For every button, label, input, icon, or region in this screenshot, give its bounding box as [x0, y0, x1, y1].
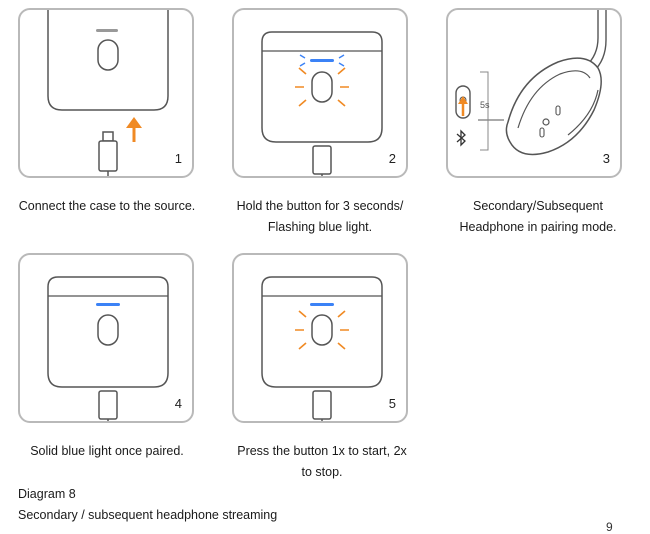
usb-c-cable-icon	[98, 390, 118, 421]
button-press-rays	[295, 67, 349, 107]
step-number: 2	[388, 151, 396, 166]
headphone-earcup	[505, 57, 602, 156]
step-2-caption: Hold the button for 3 seconds/ Flashing …	[214, 196, 426, 238]
step-5-caption: Press the button 1x to start, 2x to stop…	[214, 441, 430, 483]
step-3-illustration: 5s	[455, 10, 607, 156]
caption-line: Solid blue light once paired.	[30, 444, 184, 458]
case-led	[96, 29, 118, 32]
case-button	[311, 314, 333, 346]
usb-c-cable-icon	[312, 145, 332, 176]
case-button	[311, 71, 333, 103]
step-number: 1	[174, 151, 182, 166]
step-1-panel: 1	[18, 8, 194, 178]
step-4-panel: 4	[18, 253, 194, 423]
case-button	[97, 314, 119, 346]
step-4-illustration	[47, 276, 169, 421]
usb-c-cable-icon	[312, 390, 332, 421]
step-5-panel: 5	[232, 253, 408, 423]
arrow-up-icon	[458, 96, 468, 116]
case-led-blue	[96, 303, 120, 306]
button-press-rays	[295, 310, 349, 350]
case-led-blue	[310, 303, 334, 306]
usb-c-cable-icon	[98, 131, 118, 176]
step-number: 4	[174, 396, 182, 411]
timer-label: 5s	[480, 100, 490, 110]
step-number: 5	[388, 396, 396, 411]
case-button	[97, 39, 119, 71]
step-1-caption: Connect the case to the source.	[0, 196, 214, 217]
step-number: 3	[602, 151, 610, 166]
diagram-label: Diagram 8	[18, 487, 76, 501]
caption-line: to stop.	[301, 465, 343, 479]
caption-line: Flashing blue light.	[267, 220, 373, 234]
step-3-panel: 5s 3	[446, 8, 622, 178]
diagram-title: Secondary / subsequent headphone streami…	[18, 508, 278, 522]
caption-line: Headphone in pairing mode.	[459, 220, 617, 234]
step-2-panel: 2	[232, 8, 408, 178]
caption-line: Secondary/Subsequent	[473, 199, 603, 213]
step-3-caption: Secondary/Subsequent Headphone in pairin…	[426, 196, 650, 238]
caption-line: Press the button 1x to start, 2x	[237, 444, 407, 458]
arrow-up-icon	[126, 117, 142, 142]
page-number: 9	[606, 520, 613, 534]
step-1-illustration	[47, 10, 169, 176]
bluetooth-icon	[456, 129, 466, 147]
caption-line: Hold the button for 3 seconds/	[236, 199, 404, 213]
case-led-blue	[310, 59, 334, 62]
step-4-caption: Solid blue light once paired.	[0, 441, 214, 462]
led-flash-rays	[299, 54, 345, 67]
step-2-illustration	[261, 31, 383, 176]
step-5-illustration	[261, 276, 383, 421]
caption-line: Connect the case to the source.	[18, 199, 196, 213]
